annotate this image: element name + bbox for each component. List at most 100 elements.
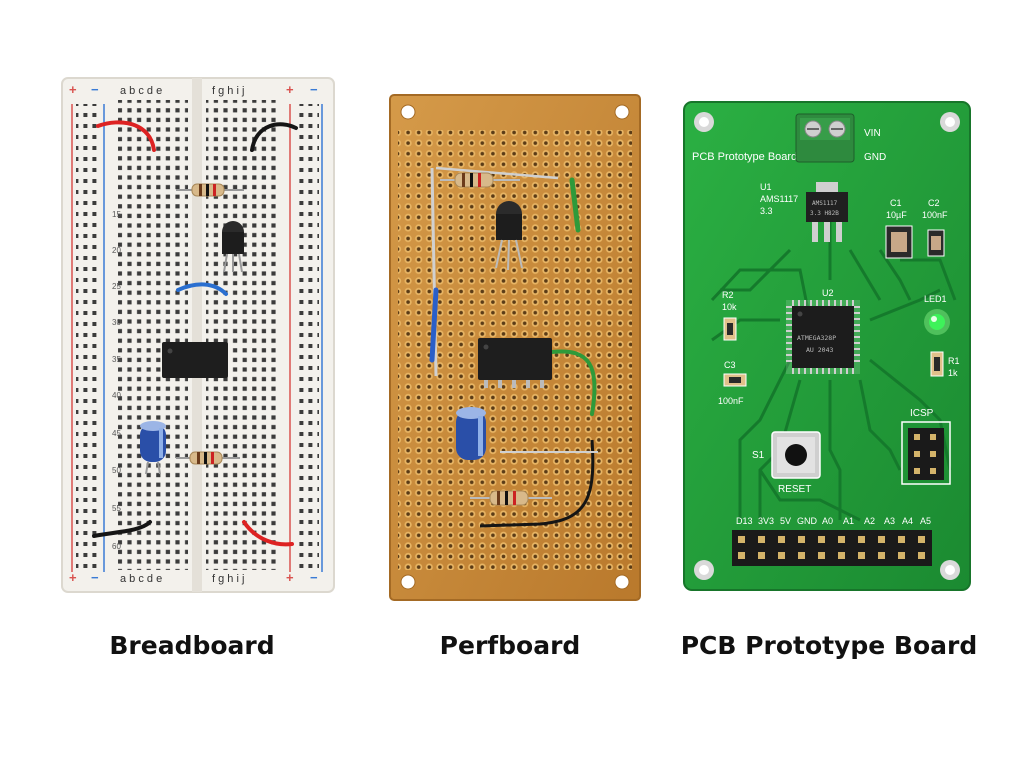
row-number: 15 [112,210,121,219]
pcb-mount-holes [694,112,960,580]
u1-chip-marking-2: 3.3 H82B [810,210,839,217]
bare-wire-top [435,166,559,180]
black-jumper-wire-top [250,122,298,152]
breadboard: + − a b c d e f g h i j + − + − a b c d … [61,77,335,593]
header-pin-label: A4 [902,516,913,526]
column-letters-top-left: a b c d e [120,85,162,97]
header-pin-label: A5 [920,516,931,526]
row-number: 50 [112,466,121,475]
row-number: 40 [112,391,121,400]
s1-ref-label: S1 [752,450,765,461]
green-jumper-wire-mid [550,349,597,416]
r2-resistor [723,317,737,341]
terminal-gnd-label: GND [864,152,886,163]
c2-value-label: 100nF [922,210,948,220]
pcb-board-title: PCB Prototype Board [692,151,797,163]
rail-minus-bottom-right: − [310,570,318,585]
green-jumper-wire-top [569,177,581,233]
r2-value-label: 10k [722,302,737,312]
rail-minus-top-right: − [310,82,318,97]
c1-ref-label: C1 [890,198,902,208]
row-number: 60 [112,542,121,551]
r1-resistor [930,351,944,377]
header-pin-label: D13 [736,516,753,526]
row-number: 35 [112,355,121,364]
header-pin-label: A0 [822,516,833,526]
blue-jumper-wire [176,282,228,296]
column-letters-bottom-right: f g h i j [212,573,244,585]
c3-capacitor [723,373,747,387]
power-rail-left [76,104,100,570]
mount-hole [614,104,630,120]
column-letters-bottom-left: a b c d e [120,573,162,585]
reset-label: RESET [778,484,811,495]
column-letters-top-right: f g h i j [212,85,244,97]
rail-plus-top-right: + [286,82,294,97]
red-jumper-wire-top [96,120,156,152]
dip-ic [162,342,228,378]
perf-resistor-top [440,172,520,188]
blue-jumper-wire [429,287,439,363]
u2-chip-marking: ATMEGA328P [797,334,836,342]
c1-capacitor [885,225,913,259]
perf-dip-ic [478,338,552,388]
r1-value-label: 1k [948,368,958,378]
terminal-strip-left [118,100,188,570]
c2-ref-label: C2 [928,198,940,208]
led1 [924,309,950,335]
rail-plus-bottom-right: + [286,570,294,585]
header-pin-label: 3V3 [758,516,774,526]
header-pin-label: 5V [780,516,791,526]
u1-regulator [806,182,848,242]
perfboard [389,94,641,601]
pin-header [732,530,932,566]
u1-volt-label: 3.3 [760,206,773,216]
row-numbers: 15 20 25 30 35 40 45 50 55 60 [112,210,121,551]
u1-chip-marking: AMS1117 [812,200,838,207]
c2-capacitor [927,229,945,257]
perf-electrolytic-capacitor [456,407,486,460]
rail-plus-top-left: + [69,82,77,97]
u2-ref-label: U2 [822,288,834,298]
reset-button[interactable] [771,431,821,479]
row-number: 55 [112,504,121,513]
led1-ref-label: LED1 [924,294,947,304]
c3-value-label: 100nF [718,396,744,406]
icsp-header [901,421,951,485]
c3-ref-label: C3 [724,360,736,370]
perf-resistor-bottom [470,490,552,506]
header-pin-label: GND [797,516,818,526]
rail-minus-top-left: − [91,82,99,97]
r2-ref-label: R2 [722,290,734,300]
terminal-strip-right [206,100,276,570]
electrolytic-capacitor [140,421,166,475]
pcb: PCB Prototype Board VIN GND U1 AMS1117 3… [683,101,971,591]
mount-hole [400,104,416,120]
pcb-caption: PCB Prototype Board [680,631,978,660]
resistor-top [176,183,244,197]
perfboard-caption: Perfboard [439,631,581,660]
power-rail-right [295,104,319,570]
perf-transistor [495,201,523,271]
rail-plus-bottom-left: + [69,570,77,585]
header-pin-labels: D13 3V3 5V GND A0 A1 A2 A3 A4 A5 [736,516,931,526]
pcb-traces [710,220,957,522]
icsp-label: ICSP [910,408,934,419]
u2-microcontroller [786,300,860,374]
row-number: 25 [112,282,121,291]
c1-value-label: 10µF [886,210,907,220]
row-number: 20 [112,246,121,255]
row-number: 45 [112,429,121,438]
header-pin-label: A1 [843,516,854,526]
black-jumper-wire [479,439,595,528]
transistor [222,221,244,273]
u2-chip-marking-2: AU 2043 [806,346,833,354]
r1-ref-label: R1 [948,356,960,366]
u1-part-label: AMS1117 [760,194,798,204]
row-number: 30 [112,318,121,327]
header-pin-label: A3 [884,516,895,526]
header-pin-label: A2 [864,516,875,526]
u1-ref-label: U1 [760,182,772,192]
